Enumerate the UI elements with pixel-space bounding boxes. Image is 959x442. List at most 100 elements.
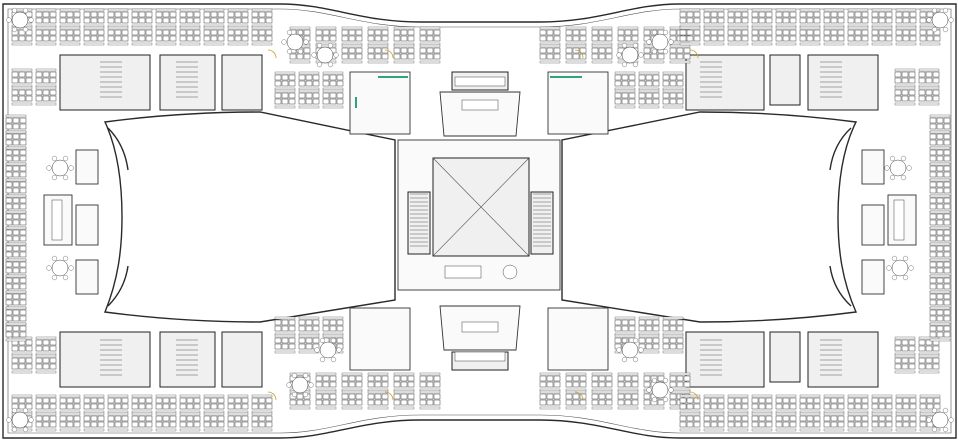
workstation-desk — [799, 421, 807, 428]
workstation-desk — [227, 17, 235, 24]
workstation-desk — [274, 319, 282, 326]
workstation-desk — [407, 393, 415, 400]
chair-row — [775, 394, 797, 398]
workstation-desk — [90, 397, 98, 404]
workstation-desk — [614, 337, 622, 344]
chair-row — [638, 71, 660, 75]
workstation-desk — [546, 381, 554, 388]
workstation-desk — [605, 47, 613, 54]
workstation-desk — [775, 397, 783, 404]
pod-chair — [646, 39, 652, 45]
chair-row — [203, 24, 225, 28]
workstation-desk — [929, 181, 937, 188]
workstation-desk — [25, 363, 33, 370]
chair-row — [539, 388, 561, 392]
workstation-desk — [217, 403, 225, 410]
workstation-desk — [381, 375, 389, 382]
chair-row — [59, 42, 81, 46]
workstation-desk — [894, 71, 902, 78]
chair-row — [823, 8, 845, 12]
workstation-desk — [433, 393, 441, 400]
workstation-desk — [926, 397, 934, 404]
workstation-desk — [943, 299, 951, 306]
workstation-desk — [407, 381, 415, 388]
round-pod — [621, 341, 639, 359]
workstation-desk — [546, 393, 554, 400]
workstation-desk — [73, 11, 81, 18]
chair-row — [727, 24, 749, 28]
workstation-desk — [553, 53, 561, 60]
chair-row — [591, 406, 613, 410]
workstation-desk — [145, 397, 153, 404]
furniture-layer — [5, 7, 954, 433]
workstation-desk — [591, 35, 599, 42]
workstation-desk — [296, 399, 304, 406]
workstation-desk — [936, 229, 944, 236]
chair-row — [367, 26, 389, 30]
chair-row — [251, 394, 273, 398]
workstation-desk — [908, 339, 916, 346]
workstation-desk — [121, 421, 129, 428]
workstation-desk — [25, 357, 33, 364]
workstation-desk — [669, 393, 677, 400]
pod-chair — [68, 165, 74, 171]
workstation-desk — [348, 393, 356, 400]
workstation-desk — [97, 403, 105, 410]
pod-chair — [62, 274, 69, 281]
workstation-desk — [169, 421, 177, 428]
workstation-desk — [419, 381, 427, 388]
pod-chair — [662, 396, 669, 403]
workstation-desk — [329, 381, 337, 388]
chair-row — [131, 410, 153, 414]
workstation-desk — [35, 29, 43, 36]
chair-row — [179, 24, 201, 28]
workstation-desk — [5, 293, 13, 300]
workstation-desk — [614, 98, 622, 105]
workstation-desk — [341, 47, 349, 54]
workstation-desk — [107, 403, 115, 410]
workstation-desk — [19, 229, 27, 236]
chair-row — [11, 42, 33, 46]
workstation-desk — [758, 415, 766, 422]
workstation-desk — [35, 11, 43, 18]
workstation-desk — [686, 35, 694, 42]
workstation-desk — [433, 375, 441, 382]
workstation-desk — [598, 393, 606, 400]
chair-row — [155, 412, 177, 416]
workstation-desk — [203, 403, 211, 410]
workstation-desk — [42, 35, 50, 42]
workstation-desk — [929, 251, 937, 258]
chair-row — [679, 412, 701, 416]
chair-row — [5, 242, 27, 246]
workstation-desk — [281, 343, 289, 350]
chair-row — [617, 390, 639, 394]
chair-row — [203, 394, 225, 398]
pod-chair — [51, 274, 58, 281]
workstation-desk — [305, 343, 313, 350]
chair-row — [11, 102, 33, 106]
workstation-desk — [895, 415, 903, 422]
workstation-desk — [341, 381, 349, 388]
workstation-desk — [381, 35, 389, 42]
workstation-desk — [579, 375, 587, 382]
workstation-desk — [25, 397, 33, 404]
workstation-desk — [11, 95, 19, 102]
workstation-desk — [336, 80, 344, 87]
workstation-desk — [539, 393, 547, 400]
workstation-desk — [66, 35, 74, 42]
workstation-desk — [251, 29, 259, 36]
chair-row — [565, 372, 587, 376]
chair-row — [799, 24, 821, 28]
workstation-desk — [19, 309, 27, 316]
workstation-desk — [288, 325, 296, 332]
workstation-desk — [42, 363, 50, 370]
workstation-desk — [929, 245, 937, 252]
workstation-desk — [12, 229, 20, 236]
inner-envelope — [7, 8, 952, 434]
workstation-desk — [433, 35, 441, 42]
chair-row — [274, 89, 296, 93]
chair-row — [419, 44, 441, 48]
workstation-desk — [669, 325, 677, 332]
chair-row — [131, 428, 153, 432]
workstation-desk — [305, 98, 313, 105]
